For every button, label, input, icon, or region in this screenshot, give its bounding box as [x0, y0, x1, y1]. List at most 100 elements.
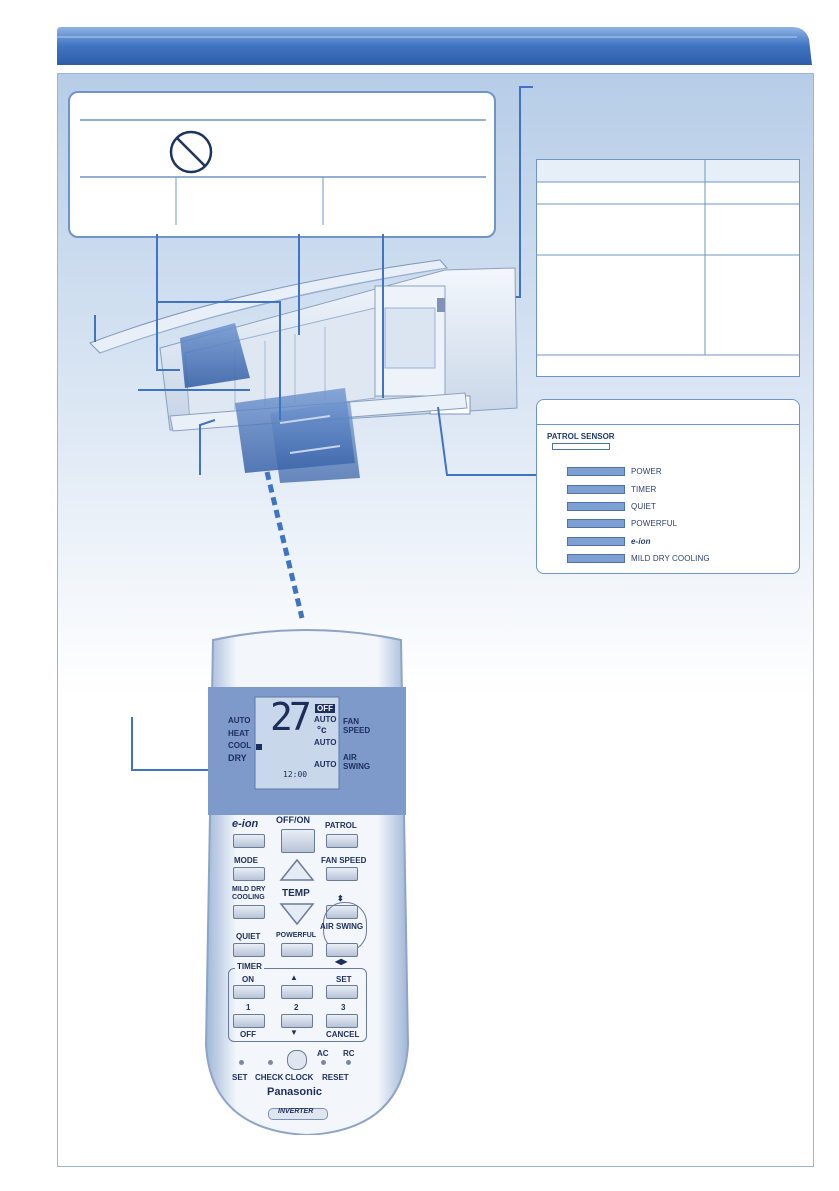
- remote-controller-body: [204, 629, 410, 1135]
- powerful-button-label: POWERFUL: [276, 932, 317, 939]
- indicator-lamp: [567, 485, 625, 494]
- timer-down-button[interactable]: [281, 1014, 313, 1028]
- timer-1-label: 1: [246, 1003, 251, 1012]
- timer-2-label: 2: [294, 1003, 299, 1012]
- indicator-lamp: [567, 519, 625, 528]
- check-label: CHECK: [255, 1073, 284, 1082]
- timer-cancel-button[interactable]: [326, 1014, 358, 1028]
- timer-set-label: SET: [336, 975, 352, 984]
- lcd-mode-cool: COOL: [228, 741, 252, 750]
- rc-reset-pinhole[interactable]: [346, 1060, 351, 1065]
- timer-on-button[interactable]: [233, 985, 265, 999]
- timer-off-label: OFF: [240, 1030, 256, 1039]
- timer-on-label: ON: [242, 975, 254, 984]
- timer-set-button[interactable]: [326, 985, 358, 999]
- patrol-button[interactable]: [326, 834, 358, 848]
- caution-callout-lines: [80, 119, 486, 225]
- quiet-button-label: QUIET: [236, 932, 261, 941]
- timer-label: TIMER: [235, 962, 264, 971]
- lcd-swing-auto-1: AUTO: [314, 738, 337, 747]
- indicator-divider: [537, 424, 799, 425]
- indicator-row-quiet: QUIET: [567, 501, 656, 512]
- mild-dry-button-label: MILD DRY COOLING: [232, 886, 266, 901]
- prohibited-icon: [169, 130, 213, 174]
- timer-cancel-label: CANCEL: [326, 1030, 360, 1039]
- eion-button-label: e-ion: [232, 818, 259, 830]
- patrol-sensor-label: PATROL SENSOR: [547, 432, 615, 441]
- lcd-clock: 12:00: [283, 770, 308, 779]
- indicator-leader-line: [437, 406, 537, 476]
- vertical-swing-icon: ⬍: [337, 894, 344, 903]
- caution-callout-box: [68, 91, 496, 238]
- clock-label: CLOCK: [285, 1073, 314, 1082]
- check-pinhole[interactable]: [268, 1060, 273, 1065]
- temp-label: TEMP: [282, 888, 310, 899]
- section-header-tab: [57, 27, 812, 65]
- indicator-label: TIMER: [631, 485, 657, 494]
- indicator-label: QUIET: [631, 502, 656, 511]
- quiet-button[interactable]: [233, 943, 265, 957]
- indicator-lamp: [567, 502, 625, 511]
- air-swing-label: AIR SWING: [320, 922, 364, 931]
- indicator-panel-box: PATROL SENSOR POWER TIMER QUIET POWERFUL…: [536, 399, 800, 574]
- temp-up-button[interactable]: [279, 858, 315, 882]
- indicator-row-timer: TIMER: [567, 484, 656, 495]
- rc-label: RC: [343, 1049, 355, 1058]
- eion-button[interactable]: [233, 834, 265, 848]
- indicator-lamp: [567, 467, 625, 476]
- timer-up-icon: ▲: [290, 973, 298, 982]
- horizontal-swing-icon: ◀▶: [335, 957, 348, 966]
- lcd-fan-speed-label: FAN SPEED: [343, 717, 371, 735]
- indicator-lamp: [567, 537, 625, 546]
- inverter-label: INVERTER: [278, 1108, 314, 1115]
- lcd-mode-dry: DRY: [228, 753, 247, 763]
- lcd-air-swing-label: AIR SWING: [343, 753, 371, 771]
- timer-up-button[interactable]: [281, 985, 313, 999]
- patrol-button-label: PATROL: [325, 821, 357, 830]
- patrol-sensor-bar: [552, 443, 610, 450]
- ac-label: AC: [317, 1049, 329, 1058]
- indicator-label: MILD DRY COOLING: [631, 554, 710, 563]
- ac-reset-pinhole[interactable]: [321, 1060, 326, 1065]
- remote-dashed-line: [264, 471, 305, 619]
- indicator-row-power: POWER: [567, 466, 662, 477]
- timer-group-frame: [228, 968, 367, 1042]
- indicator-label: POWER: [631, 467, 662, 476]
- lcd-swing-auto-2: AUTO: [314, 760, 337, 769]
- timer-off-button[interactable]: [233, 1014, 265, 1028]
- set-label: SET: [232, 1073, 248, 1082]
- temp-down-button[interactable]: [279, 902, 315, 926]
- indicator-row-powerful: POWERFUL: [567, 518, 677, 529]
- lcd-mode-heat: HEAT: [228, 729, 250, 738]
- indicator-lamp: [567, 554, 625, 563]
- indicator-row-mild-dry: MILD DRY COOLING: [567, 553, 710, 564]
- lcd-off-indicator: OFF: [315, 704, 335, 713]
- sensor-table-box: [536, 159, 800, 377]
- reset-label: RESET: [322, 1073, 349, 1082]
- offon-button-label: OFF/ON: [276, 815, 310, 825]
- set-pinhole[interactable]: [239, 1060, 244, 1065]
- offon-button[interactable]: [281, 829, 315, 853]
- lcd-temperature: 27: [270, 695, 312, 739]
- clock-button[interactable]: [287, 1050, 307, 1070]
- lcd-unit: °c: [317, 725, 327, 736]
- mode-button-label: MODE: [234, 856, 258, 865]
- fan-speed-button-label: FAN SPEED: [321, 856, 367, 865]
- mode-button[interactable]: [233, 867, 265, 881]
- timer-down-icon: ▼: [290, 1028, 298, 1037]
- lcd-mode-auto: AUTO: [228, 716, 251, 725]
- lcd-fan-auto: AUTO: [314, 715, 337, 724]
- lcd-mode-marker: [256, 744, 262, 750]
- inverter-badge: [268, 1108, 328, 1120]
- brand-logo: Panasonic: [267, 1086, 323, 1098]
- timer-3-label: 3: [341, 1003, 346, 1012]
- indicator-row-eion: e-ion: [567, 536, 651, 547]
- powerful-button[interactable]: [281, 943, 313, 957]
- indicator-label: e-ion: [631, 537, 651, 546]
- indicator-label: POWERFUL: [631, 519, 678, 528]
- sensor-table-grid: [537, 160, 799, 356]
- fan-speed-button[interactable]: [326, 867, 358, 881]
- callout-leader-lines: [94, 234, 384, 475]
- horizontal-swing-button[interactable]: [326, 943, 358, 957]
- mild-dry-cooling-button[interactable]: [233, 905, 265, 919]
